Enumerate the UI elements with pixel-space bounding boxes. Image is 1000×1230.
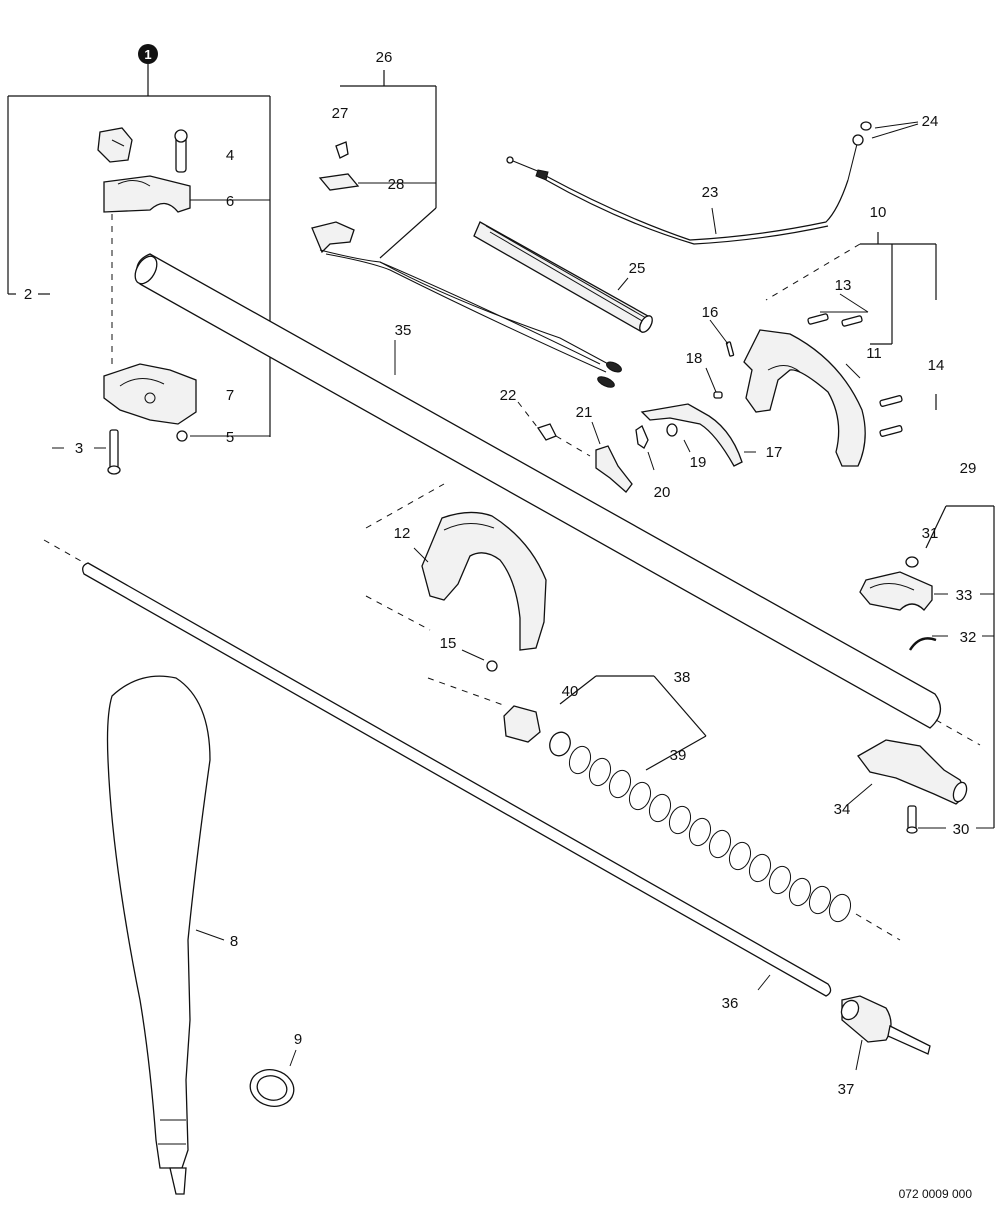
bolt-part [52,429,121,475]
callout-23: 23 [702,184,719,201]
callout-13: 13 [835,277,852,294]
callout-39: 39 [670,747,687,764]
callout-29: 29 [960,460,977,477]
callout-32: 32 [960,629,977,646]
drive-coupling [840,995,931,1071]
spring-assembly [427,675,901,941]
callout-26: 26 [376,49,393,66]
d-ring-part [249,1049,297,1107]
drive-shaft [43,539,832,997]
callout-labels: 2 3 4 5 6 7 8 9 10 11 12 13 14 15 16 17 … [24,49,977,1098]
callout-30: 30 [953,821,970,838]
callout-11: 11 [866,345,882,362]
leader-lines [705,293,869,393]
callout-37: 37 [838,1081,855,1098]
clamp-upper-part [97,127,250,213]
callout-28: 28 [388,176,405,193]
throttle-cable-bracket [318,70,437,259]
callout-3: 3 [75,440,83,457]
callout-33: 33 [956,587,973,604]
callout-31: 31 [922,525,939,542]
callout-14: 14 [928,357,945,374]
group-1-bracket: 1 [7,44,271,437]
callout-35: 35 [395,322,412,339]
callout-12: 12 [394,525,411,542]
callout-16: 16 [702,304,719,321]
callout-21: 21 [576,404,593,421]
callout-8: 8 [230,933,238,950]
handle-assembly [640,232,937,467]
callout-9: 9 [294,1031,302,1048]
callout-34: 34 [834,801,851,818]
callout-2: 2 [24,286,32,303]
handle-lower-half [365,483,547,672]
group-marker: 1 [144,47,151,62]
callout-22: 22 [500,387,517,404]
right-clamp-assembly [845,505,995,834]
shoulder-harness [106,675,225,1195]
callout-17: 17 [766,444,783,461]
protective-sleeve [473,221,653,333]
callout-38: 38 [674,669,691,686]
trigger-small-parts [517,401,655,493]
clamp-lower-part [103,199,270,442]
callout-20: 20 [654,484,671,501]
callout-24: 24 [922,113,939,130]
callout-4: 4 [226,147,234,164]
callout-19: 19 [690,454,707,471]
main-tube [134,253,981,746]
callout-36: 36 [722,995,739,1012]
callout-7: 7 [226,387,234,404]
callout-25: 25 [629,260,646,277]
callout-6: 6 [226,193,234,210]
callout-27: 27 [332,105,349,122]
stop-cable [506,121,919,245]
throttle-cable [311,221,622,388]
callout-5: 5 [226,429,234,446]
coil-spring [568,745,852,923]
figure-code: 072 0009 000 [899,1187,973,1201]
callout-18: 18 [686,350,703,367]
callout-10: 10 [870,204,887,221]
callout-40: 40 [562,683,579,700]
callout-15: 15 [440,635,457,652]
